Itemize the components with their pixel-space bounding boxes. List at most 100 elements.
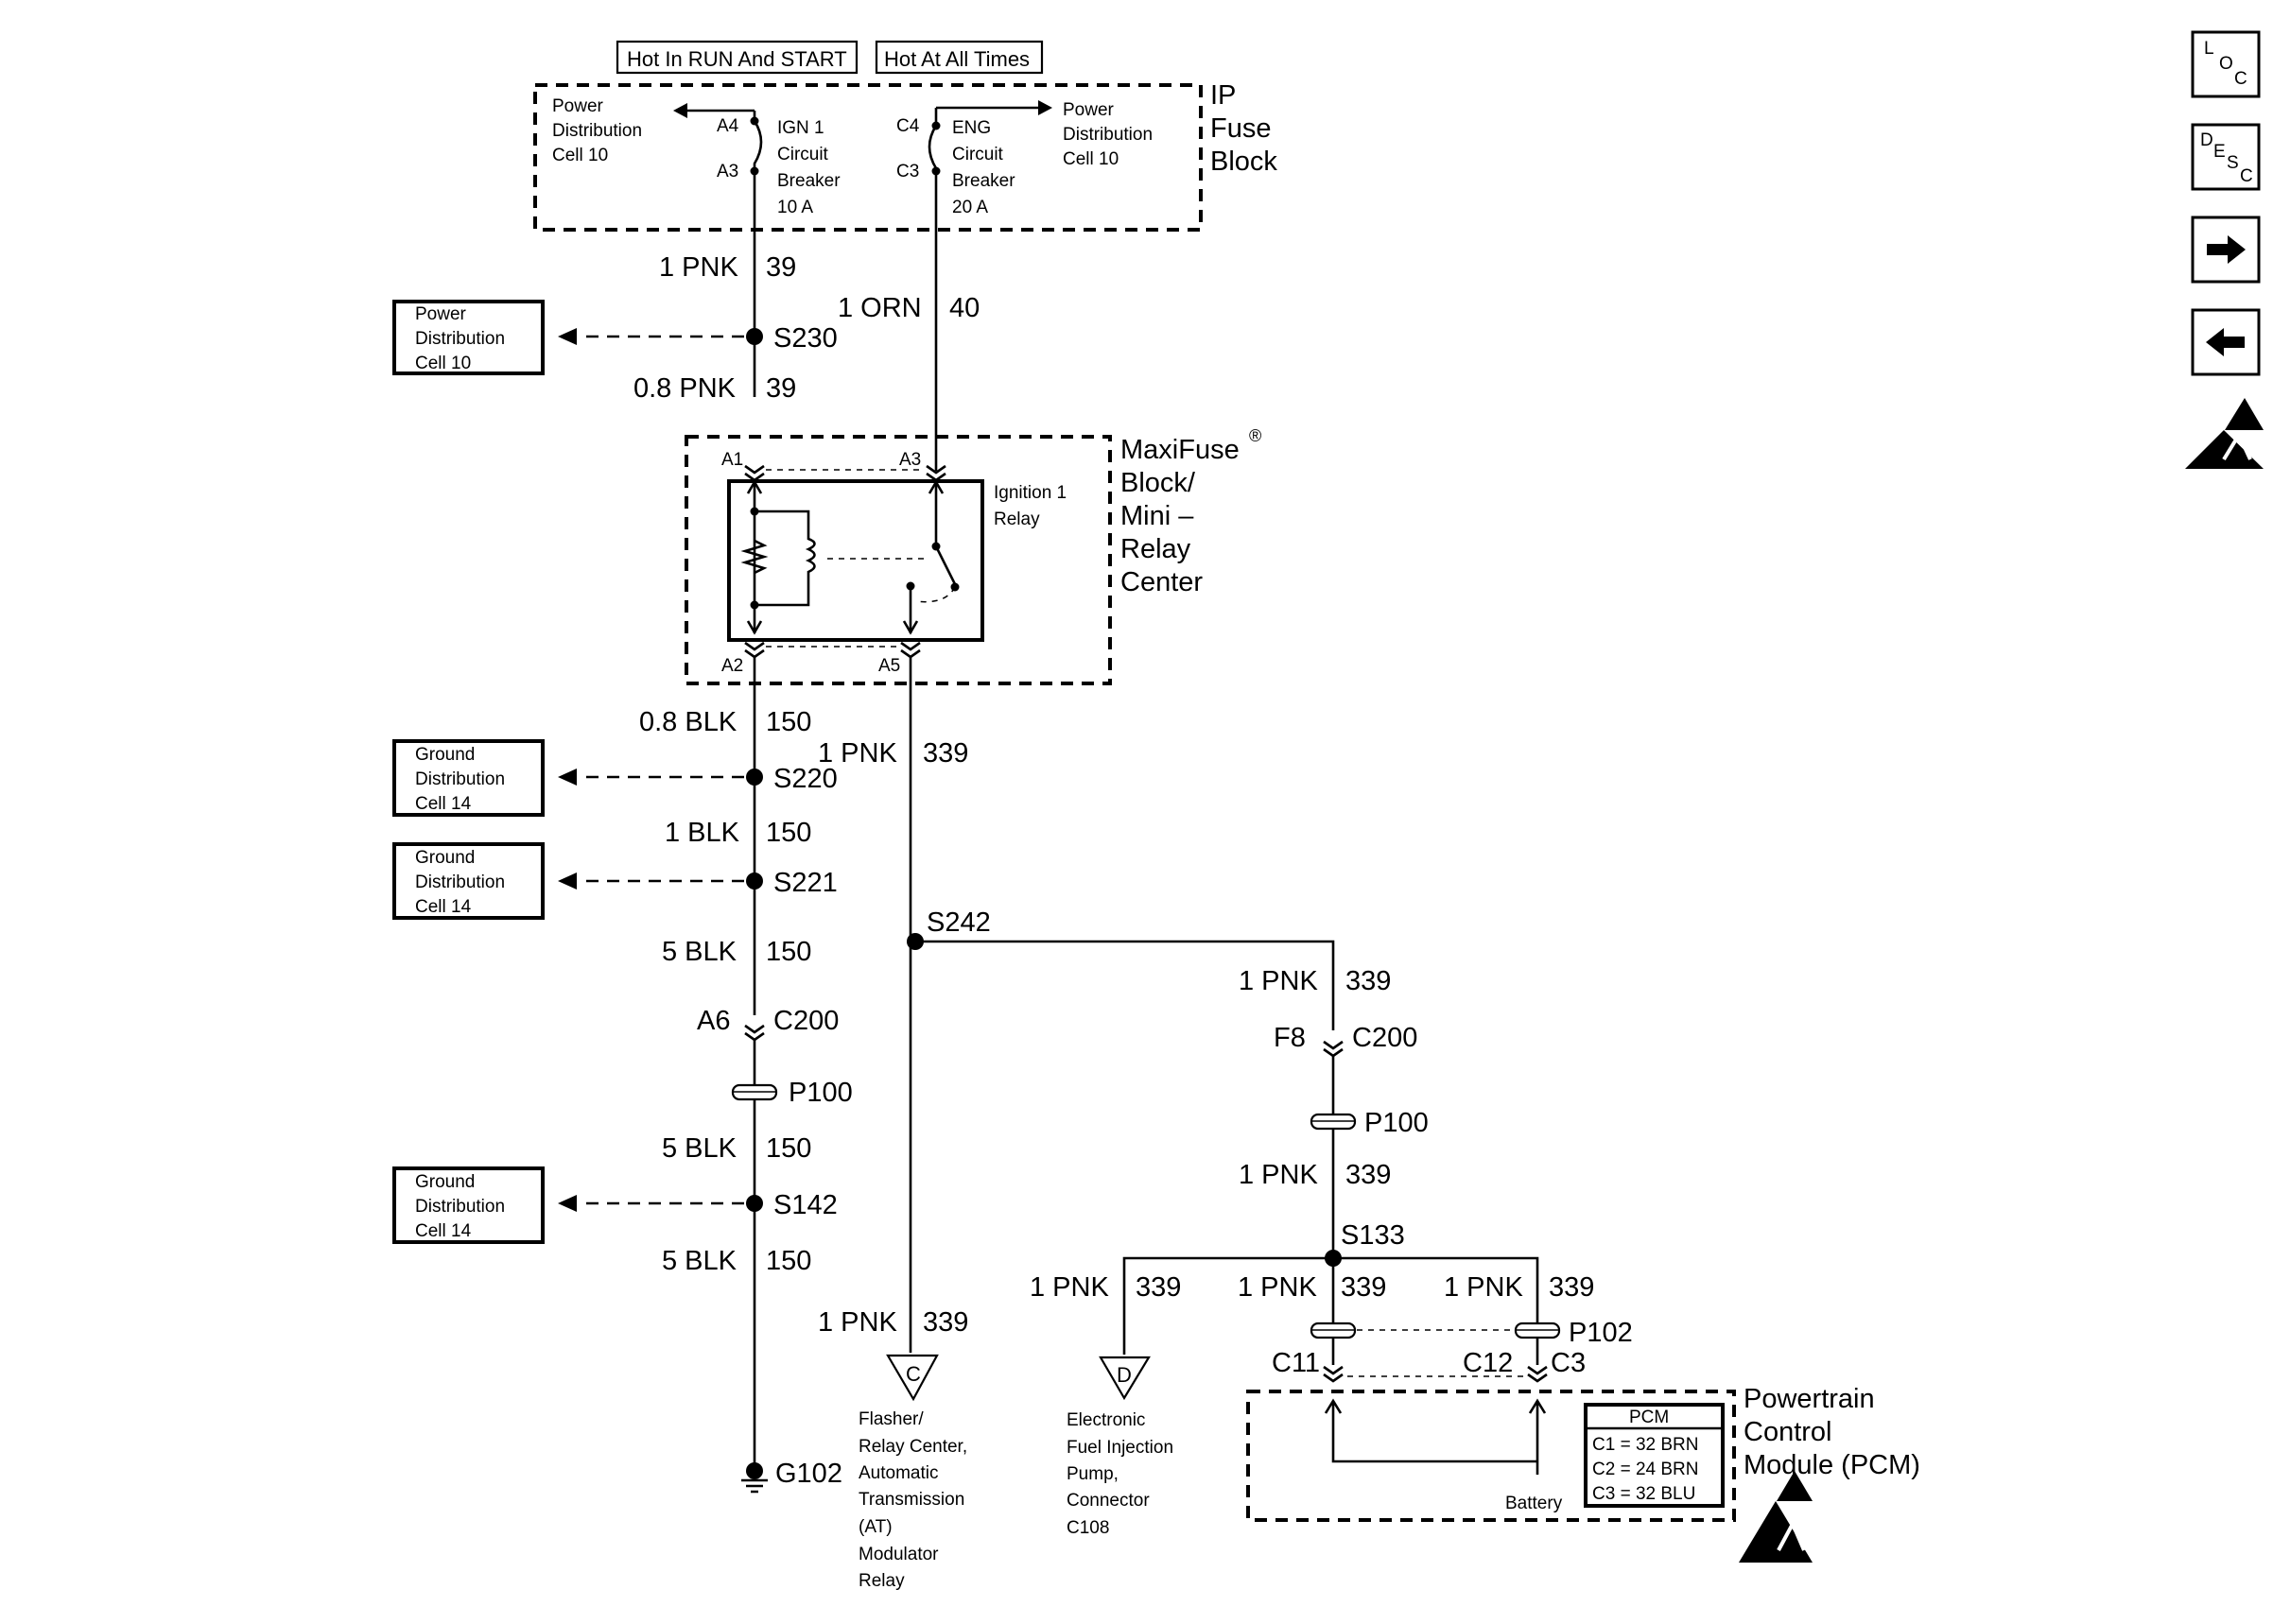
splice-s142: [746, 1195, 763, 1212]
s230-ref-box: [392, 300, 545, 375]
svg-text:C: C: [2240, 166, 2253, 186]
pin-a3-label: A3: [899, 450, 921, 470]
c200-left-label: C200: [773, 1006, 839, 1036]
pcm-table-row: C2 = 24 BRN: [1592, 1460, 1698, 1479]
circuit-number-label: 339: [923, 1307, 968, 1338]
splice-s133-label: S133: [1341, 1220, 1405, 1251]
c4-terminal: [931, 121, 941, 130]
circuit-number-label: 339: [923, 738, 968, 769]
pcm-internal-wire: [1331, 1448, 1537, 1463]
circuit-339-branch-wire: [915, 940, 1335, 1030]
circuit-number-label: 39: [766, 252, 796, 283]
ign-circuit-breaker-label: IGN 1 Circuit Breaker 10 A: [777, 118, 845, 217]
p100-left-label: P100: [789, 1078, 853, 1108]
ip-left-power-ref: Power Distribution Cell 10: [552, 96, 647, 165]
c200-left-connector-icon: [744, 1024, 765, 1042]
pin-a4-label: A4: [717, 116, 739, 136]
ip-right-power-ref: Power Distribution Cell 10: [1063, 100, 1157, 169]
destination-d-icon: [1099, 1356, 1151, 1401]
s142-ref-box: [392, 1166, 545, 1244]
wire-size-label: 1 BLK: [665, 818, 740, 848]
maxifuse-title: MaxiFuse Block/ Mini – Relay Center: [1120, 435, 1247, 597]
destination-c-letter: C: [906, 1362, 921, 1386]
a3-internal-arrow: [928, 479, 945, 494]
pcm-c11-input: [1324, 1398, 1343, 1448]
c11-connector-icon: [1323, 1365, 1344, 1383]
s230-ref-text: Power Distribution Cell 10: [415, 304, 510, 373]
c12-connector-icon: [1527, 1365, 1548, 1383]
circuit-number-label: 150: [766, 1246, 811, 1276]
pin-a5-label: A5: [878, 656, 900, 676]
pcm-title: Powertrain Control Module (PCM): [1744, 1384, 1920, 1480]
previous-page-button[interactable]: [2191, 308, 2261, 376]
pin-a1-label: A1: [721, 450, 743, 470]
c11-label: C11: [1272, 1348, 1320, 1378]
hot-all-times-label: Hot At All Times: [884, 47, 1030, 71]
circuit-40-wire: [928, 108, 938, 471]
wire-size-label: 1 PNK: [1239, 966, 1318, 996]
a4-terminal: [750, 116, 759, 126]
esd-info-button[interactable]: [2185, 398, 2264, 469]
wire-size-label: 1 PNK: [1030, 1272, 1109, 1303]
esd-warning-icon: [1739, 1471, 1813, 1563]
splice-s142-label: S142: [773, 1190, 838, 1220]
ip-right-arrow: [1038, 100, 1052, 115]
loc-button[interactable]: L O C: [2191, 30, 2261, 98]
arrow-left-icon: [2206, 328, 2245, 356]
svg-text:O: O: [2219, 54, 2233, 74]
ip-left-arrow: [673, 103, 687, 118]
pcm-battery-label: Battery: [1505, 1494, 1563, 1513]
circuit-number-label: 339: [1341, 1272, 1386, 1303]
wire-size-label: 0.8 BLK: [639, 707, 737, 737]
splice-s242-label: S242: [927, 907, 991, 938]
wire-size-label: 5 BLK: [662, 937, 737, 967]
circuit-number-label: 40: [949, 293, 980, 323]
a2-internal-arrow: [746, 620, 763, 635]
c3-terminal: [931, 166, 941, 176]
pcm-table-row: C1 = 32 BRN: [1592, 1435, 1698, 1455]
destination-c-label: Flasher/ Relay Center, Automatic Transmi…: [859, 1409, 972, 1591]
svg-text:D: D: [2200, 130, 2213, 150]
a3-terminal: [750, 166, 759, 176]
desc-button[interactable]: D E S C: [2191, 123, 2261, 191]
pin-a2-label: A2: [721, 656, 743, 676]
wire-size-label: 1 PNK: [1444, 1272, 1523, 1303]
s221-ref-box: [392, 842, 545, 920]
wire-size-label: 0.8 PNK: [633, 373, 737, 404]
wire-size-label: 1 PNK: [659, 252, 738, 283]
relay-coil-icon: [755, 510, 816, 607]
circuit-number-label: 150: [766, 937, 811, 967]
circuit-number-label: 339: [1549, 1272, 1594, 1303]
splice-s220: [746, 769, 763, 786]
svg-text:C: C: [2234, 69, 2247, 89]
s142-ref-text: Ground Distribution Cell 14: [415, 1172, 510, 1241]
ignition-1-relay-label: Ignition 1 Relay: [994, 483, 1071, 529]
c200-right-connector-icon: [1323, 1040, 1344, 1058]
circuit-number-label: 339: [1345, 1160, 1391, 1190]
pin-c3-label: C3: [896, 162, 919, 181]
hot-all-times-box: [875, 40, 1044, 75]
eng-circuit-breaker-label: ENG Circuit Breaker 20 A: [952, 118, 1020, 217]
a2-connector-icon: [744, 641, 765, 659]
next-page-button[interactable]: [2191, 216, 2261, 284]
pcm-table-title: PCM: [1629, 1408, 1669, 1427]
circuit-number-label: 150: [766, 707, 811, 737]
destination-c-icon: [886, 1354, 939, 1402]
s220-ref-text: Ground Distribution Cell 14: [415, 745, 510, 814]
wire-size-label: 1 PNK: [1238, 1272, 1317, 1303]
a1-connector-icon: [744, 464, 765, 482]
pcm-outline: [1246, 1390, 1736, 1522]
ground-g102-label: G102: [775, 1459, 842, 1489]
pin-a3-label: A3: [717, 162, 738, 181]
pcm-connector-table: [1584, 1403, 1725, 1508]
ip-fuse-block-outline: [533, 83, 1203, 232]
splice-s220-label: S220: [773, 764, 838, 794]
pin-f8-label: F8: [1274, 1023, 1306, 1053]
splice-s221: [746, 872, 763, 890]
wire-size-label: 5 BLK: [662, 1246, 737, 1276]
wire-size-label: 1 PNK: [1239, 1160, 1318, 1190]
maxifuse-block-outline: [685, 435, 1112, 685]
circuit-number-label: 150: [766, 818, 811, 848]
circuit-number-label: 39: [766, 373, 796, 404]
